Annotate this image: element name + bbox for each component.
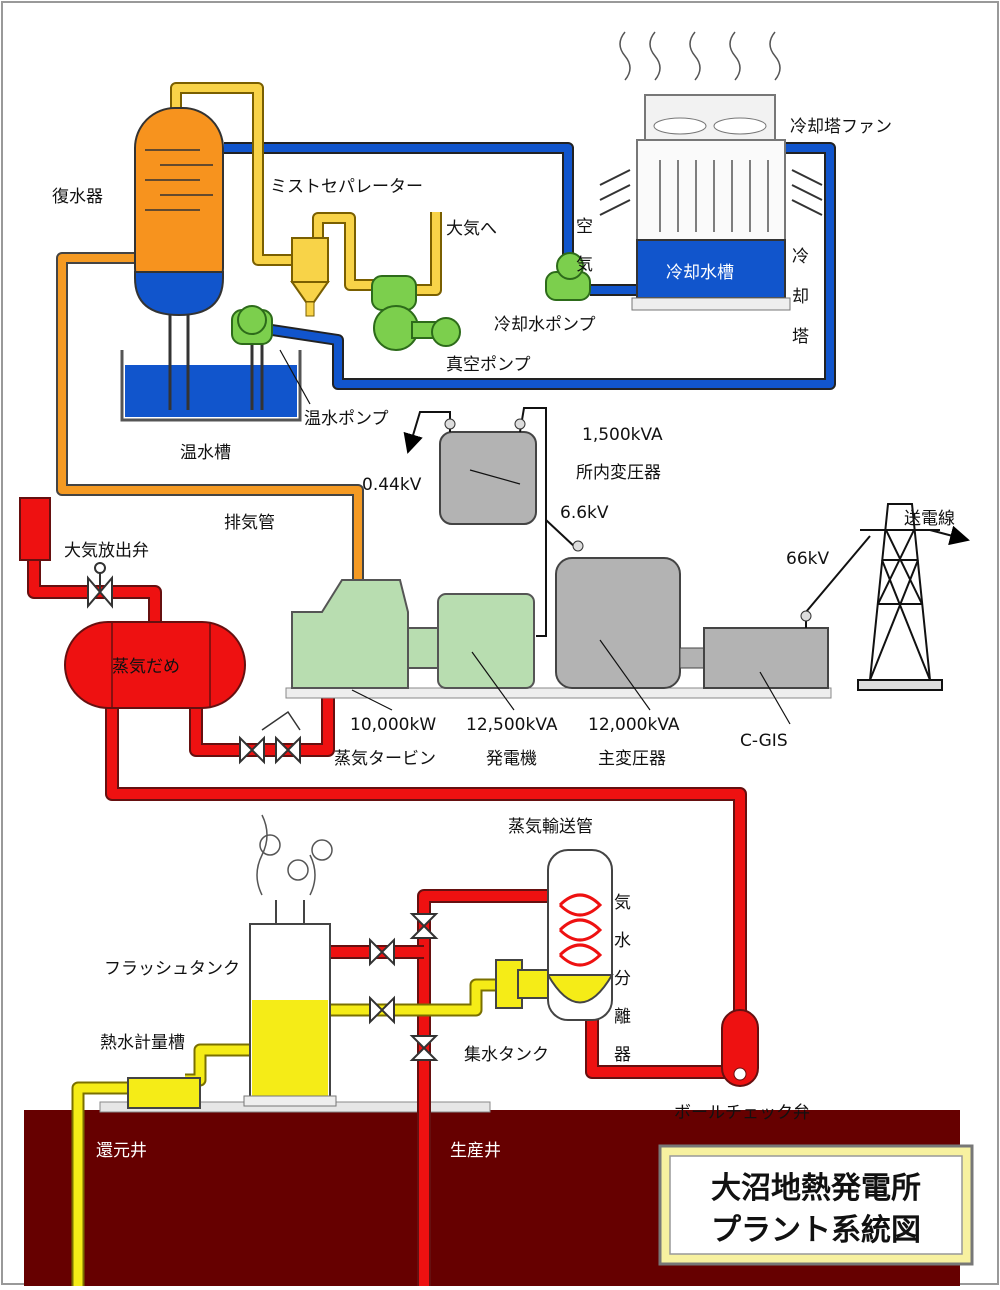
label-separator-3: 分 — [614, 969, 631, 989]
label-v-044: 0.44kV — [362, 475, 422, 495]
label-hot-well: 温水槽 — [180, 443, 231, 463]
condenser — [134, 107, 224, 317]
label-air-2: 気 — [576, 255, 593, 275]
label-condenser: 復水器 — [52, 187, 103, 207]
label-separator-4: 離 — [614, 1007, 631, 1027]
ball-check-valve — [721, 1009, 759, 1087]
label-steam-header: 蒸気だめ — [112, 657, 180, 677]
label-cooling-basin: 冷却水槽 — [666, 263, 734, 283]
hot-water-pump — [231, 305, 273, 345]
label-to-atmosphere: 大気へ — [446, 219, 497, 239]
label-flash-tank: フラッシュタンク — [104, 959, 240, 979]
title-line2: プラント系統図 — [711, 1213, 921, 1248]
title-line1: 大沼地熱発電所 — [711, 1171, 921, 1206]
leader-lines — [279, 349, 791, 725]
label-v-66: 6.6kV — [560, 503, 609, 523]
collection-tank — [495, 959, 549, 1009]
label-66kv: 66kV — [786, 549, 829, 569]
label-production-well: 生産井 — [450, 1141, 501, 1161]
label-air-1: 空 — [576, 217, 593, 237]
label-mist-separator: ミストセパレーター — [270, 177, 423, 197]
label-cooling-tower-1: 冷 — [792, 247, 809, 267]
label-house-transformer: 所内変圧器 — [576, 463, 661, 483]
label-turbine-rating: 10,000kW — [350, 715, 436, 735]
house-transformer — [403, 407, 584, 637]
label-cooling-tower-fan: 冷却塔ファン — [790, 117, 892, 137]
label-vacuum-pump: 真空ポンプ — [446, 355, 531, 375]
label-main-transformer-rating: 12,000kVA — [588, 715, 680, 735]
steam-turbine — [291, 579, 439, 689]
label-cgis: C-GIS — [740, 731, 788, 751]
main-transformer — [555, 557, 705, 689]
production-well-valve-lower — [409, 1035, 439, 1061]
transmission-tower — [857, 503, 970, 691]
cooling-tower — [599, 31, 823, 311]
label-cooling-water-pump: 冷却水ポンプ — [494, 315, 596, 335]
label-collection-tank: 集水タンク — [464, 1045, 549, 1065]
mist-separator — [290, 237, 330, 317]
label-transmission-line: 送電線 — [904, 509, 955, 529]
label-ball-check-valve: ボールチェック弁 — [674, 1103, 810, 1123]
label-separator-1: 気 — [614, 893, 631, 913]
label-generator: 発電機 — [486, 749, 537, 769]
label-separator-2: 水 — [614, 931, 631, 951]
steam-header-vessel — [64, 621, 246, 709]
turbine-inlet-valve — [239, 710, 301, 765]
title-panel: 大沼地熱発電所 プラント系統図 — [658, 1144, 974, 1266]
label-separator-5: 器 — [614, 1045, 631, 1065]
label-exhaust-pipe: 排気管 — [224, 513, 275, 533]
steam-water-separator — [546, 849, 614, 1021]
atm-release-valve — [87, 562, 113, 609]
label-reinjection-well: 還元井 — [96, 1141, 147, 1161]
equipment-base-slab — [285, 687, 832, 699]
label-atm-release-valve: 大気放出弁 — [64, 541, 149, 561]
label-cooling-tower-2: 却 — [792, 287, 809, 307]
c-gis — [703, 535, 871, 689]
cooling-water-pump — [545, 252, 591, 301]
label-hot-water-meter-tank: 熱水計量槽 — [100, 1033, 185, 1053]
hot-water-meter-tank — [127, 1077, 201, 1109]
label-steam-pipeline: 蒸気輸送管 — [508, 817, 593, 837]
label-house-transformer-rating: 1,500kVA — [582, 425, 663, 445]
label-main-transformer: 主変圧器 — [598, 749, 666, 769]
flash-brine-valve — [369, 995, 395, 1025]
flash-tank — [243, 814, 337, 1107]
flash-steam-valve — [369, 937, 395, 967]
generator — [437, 593, 535, 689]
atm-release-silencer — [19, 497, 51, 561]
cooling-water-pipe — [224, 142, 836, 390]
label-steam-turbine: 蒸気タービン — [334, 749, 436, 769]
production-well-valve-upper — [409, 913, 439, 939]
vacuum-pump — [371, 275, 461, 351]
label-generator-rating: 12,500kVA — [466, 715, 558, 735]
label-cooling-tower-3: 塔 — [792, 327, 809, 347]
label-hot-water-pump: 温水ポンプ — [304, 409, 389, 429]
